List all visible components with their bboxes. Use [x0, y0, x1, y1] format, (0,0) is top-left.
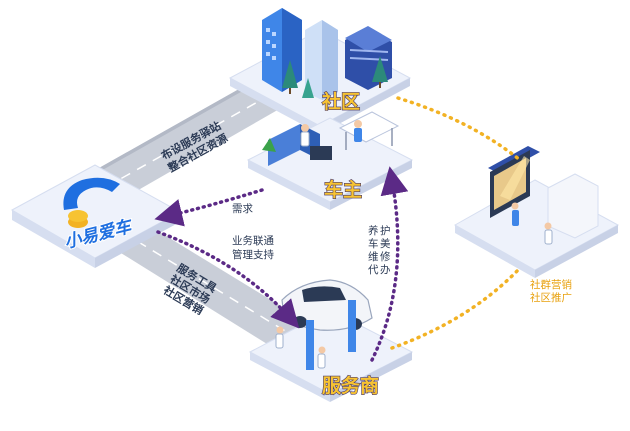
person-icon [300, 120, 362, 147]
flow-demand [154, 188, 264, 227]
maintenance-char-7: 代 [368, 264, 379, 276]
tree-icon [282, 56, 388, 98]
marketing-label-1: 社群营销 [530, 278, 572, 291]
community-title: 社区 [321, 90, 360, 113]
maintenance-char-2: 护 [380, 224, 391, 237]
building-icon [262, 8, 392, 100]
maintenance-char-8: 办 [380, 263, 391, 276]
platform-service-provider [248, 309, 414, 402]
road-bottom [100, 220, 320, 352]
demand-label: 需求 [232, 203, 253, 215]
flow-business-link [156, 230, 300, 329]
business-link-label-1: 业务联通 [232, 234, 274, 247]
flow-maintenance [370, 166, 409, 362]
service-provider-title: 服务商 [322, 374, 379, 397]
maintenance-char-3: 车 [368, 237, 379, 250]
flow-community-ad [396, 96, 522, 162]
flow-provider-ad [390, 266, 522, 350]
maintenance-char-5: 维 [368, 250, 379, 263]
car-owner-title: 车主 [324, 178, 362, 201]
maintenance-char-4: 美 [380, 237, 391, 250]
marketing-label-2: 社区推广 [530, 291, 572, 304]
billboard-icon [488, 146, 599, 245]
maintenance-char-1: 养 [368, 224, 379, 237]
business-link-label-2: 管理支持 [232, 248, 274, 261]
brand-logo [63, 177, 120, 228]
maintenance-char-6: 修 [380, 250, 391, 263]
maintenance-labels: 养 护 车 美 维 修 代 办 [368, 224, 391, 276]
